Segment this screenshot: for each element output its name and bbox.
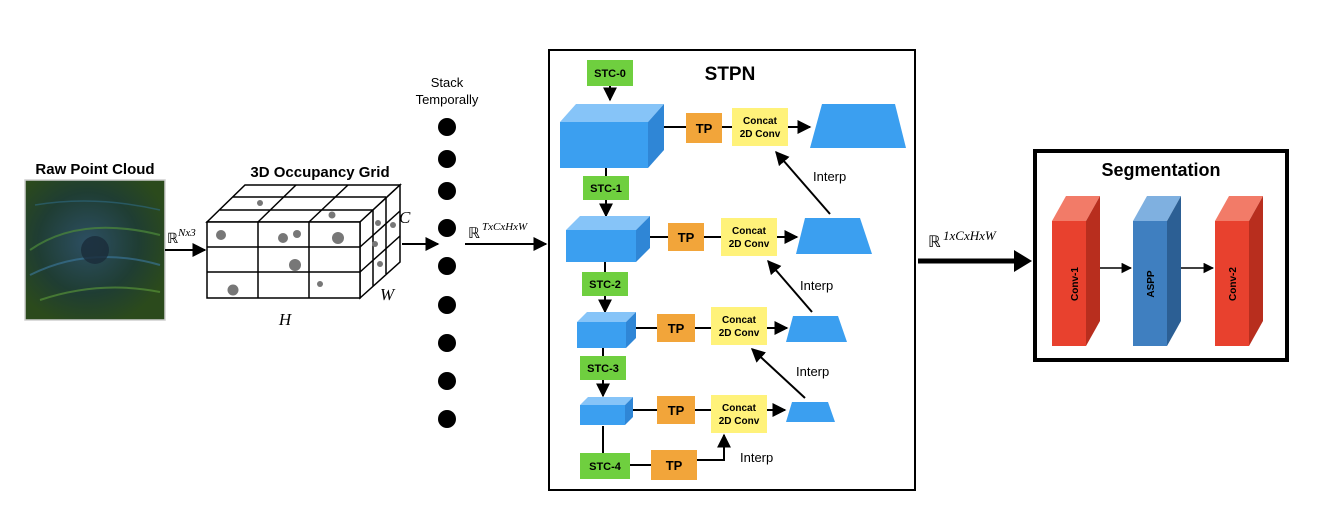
arrow-tp5-concat	[697, 433, 731, 461]
stc-1-label: STC-1	[590, 183, 622, 195]
dim-c-label: C	[399, 208, 411, 227]
tp-label-5: TP	[666, 458, 683, 473]
arrow-interp-2	[767, 259, 813, 313]
conv-label-3: 2D Conv	[719, 328, 760, 339]
interp-label-4: Interp	[740, 450, 773, 465]
concat-label-2: Concat	[732, 226, 767, 237]
tp-label-1: TP	[696, 121, 713, 136]
conv2-block	[1215, 196, 1263, 346]
concat-label-1: Concat	[743, 116, 778, 127]
decoder-block-3	[786, 316, 847, 342]
concat-label-3: Concat	[722, 315, 757, 326]
interp-label-3: Interp	[796, 364, 829, 379]
dim-w-label: W	[380, 285, 396, 304]
stc-3-block	[580, 356, 626, 380]
conv-label-1: 2D Conv	[740, 129, 781, 140]
occupancy-grid-cube	[205, 183, 402, 300]
concat-conv-block-2	[721, 218, 777, 256]
conv-label-2: 2D Conv	[729, 239, 770, 250]
interp-label-2: Interp	[800, 278, 833, 293]
concat-label-4: Concat	[722, 403, 757, 414]
interp-label-1: Interp	[813, 169, 846, 184]
stpn-title: STPN	[705, 64, 756, 85]
point-cloud-image	[24, 179, 166, 321]
occupied-voxels	[216, 200, 396, 296]
raw-point-cloud-title: Raw Point Cloud	[35, 161, 154, 178]
concat-conv-block-3	[711, 307, 767, 345]
conv1-block	[1052, 196, 1100, 346]
arrow-stpn-to-seg-head	[1014, 250, 1032, 272]
decoder-block-4	[786, 402, 835, 422]
stpn-box	[548, 49, 916, 491]
decoder-block-2	[796, 218, 872, 254]
occupancy-grid-title: 3D Occupancy Grid	[250, 164, 389, 181]
stc-2-block	[582, 272, 628, 296]
concat-conv-block-4	[711, 395, 767, 433]
segmentation-title: Segmentation	[1101, 160, 1220, 180]
arrow-interp-3	[750, 348, 806, 399]
dim-label-out: 1xCxHxW	[943, 228, 997, 243]
conv-label-4: 2D Conv	[719, 416, 760, 427]
concat-conv-block-1	[732, 108, 788, 146]
tp-block-5	[651, 450, 697, 480]
tp-label-3: TP	[668, 321, 685, 336]
dim-label-stack: TxCxHxW	[482, 221, 528, 233]
encoder-block-3	[577, 312, 636, 348]
tp-label-2: TP	[678, 230, 695, 245]
arrow-interp-1	[775, 150, 831, 215]
stc-2-label: STC-2	[589, 279, 621, 291]
tp-block-1	[686, 113, 722, 143]
stack-label-line1: Stack	[431, 75, 464, 90]
temporal-stack-dots	[438, 118, 456, 428]
stc-3-label: STC-3	[587, 363, 619, 375]
aspp-block	[1133, 196, 1181, 346]
encoder-block-2	[566, 216, 650, 262]
stc-0-label: STC-0	[594, 68, 626, 80]
tp-block-2	[668, 223, 704, 251]
conv2-label: Conv-2	[1228, 267, 1239, 301]
aspp-label: ASPP	[1146, 270, 1157, 298]
tp-block-4	[657, 396, 695, 424]
stc-4-block	[580, 453, 630, 479]
segmentation-box	[1033, 149, 1289, 362]
r-symbol-raw: ℝ	[167, 232, 178, 247]
dim-label-raw: Nx3	[177, 227, 196, 239]
stack-label-line2: Temporally	[416, 92, 479, 107]
dim-h-label: H	[278, 310, 293, 329]
encoder-block-1	[560, 104, 664, 168]
decoder-block-1	[810, 104, 906, 148]
conv1-label: Conv-1	[1070, 267, 1081, 301]
encoder-block-4	[580, 397, 633, 425]
stc-4-label: STC-4	[589, 461, 622, 473]
r-symbol-out: ℝ	[928, 234, 941, 251]
stc-1-block	[583, 176, 629, 200]
stc-0-block	[587, 60, 633, 86]
tp-label-4: TP	[668, 403, 685, 418]
tp-block-3	[657, 314, 695, 342]
r-symbol-stack: ℝ	[468, 226, 480, 242]
